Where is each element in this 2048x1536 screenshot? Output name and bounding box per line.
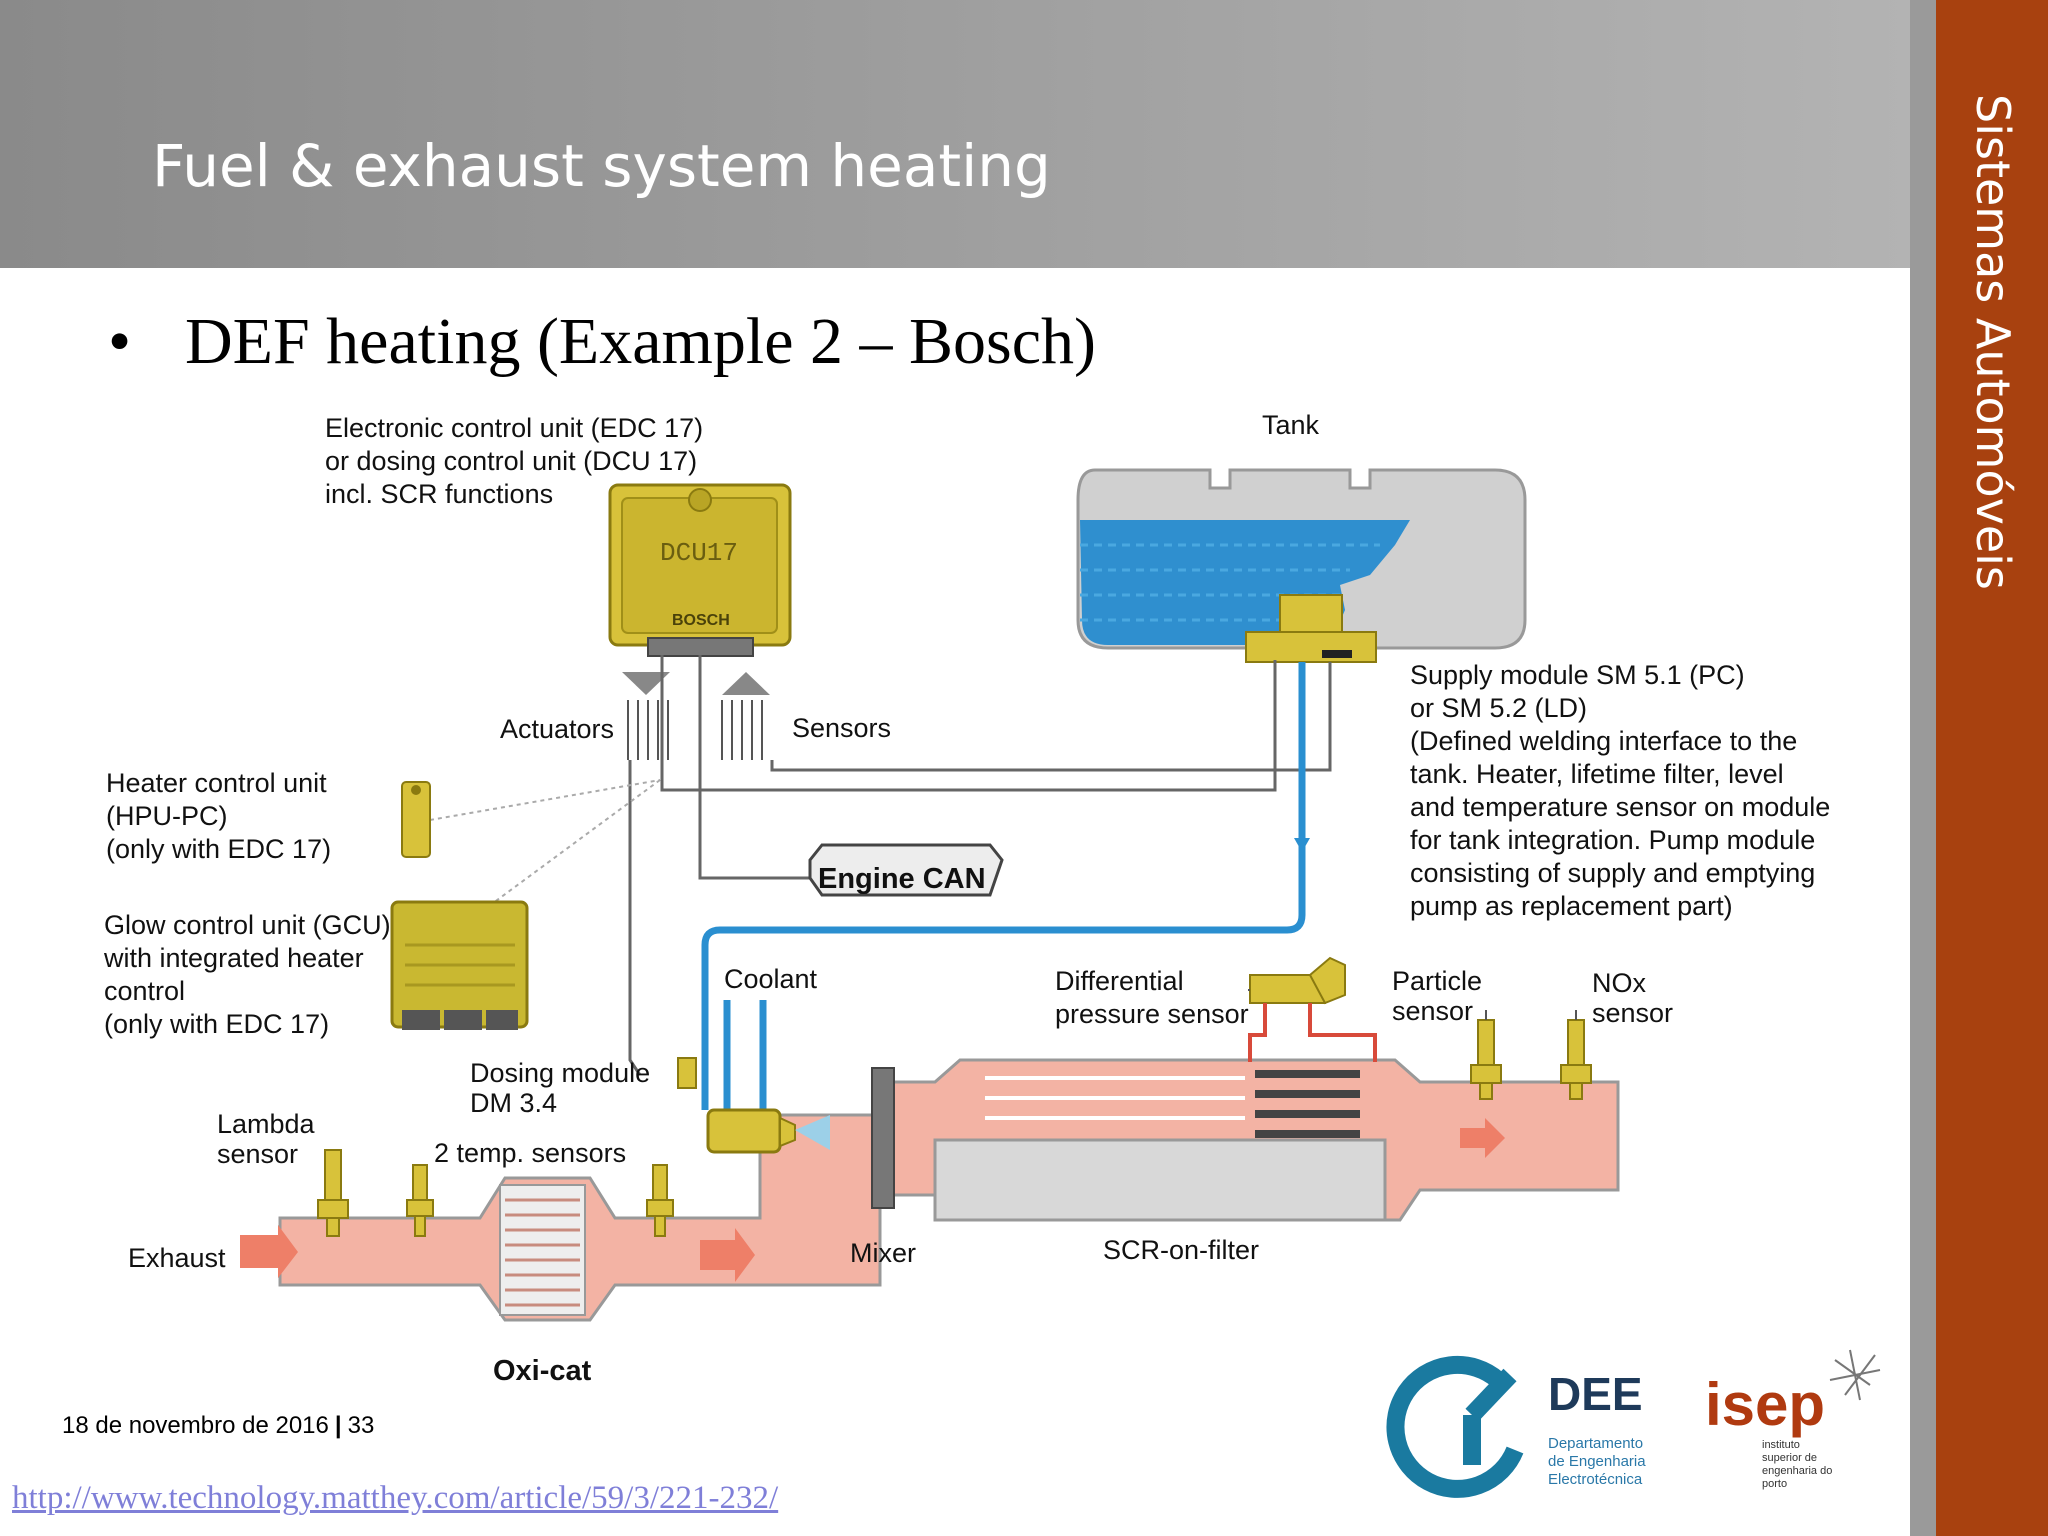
dee-line-3: Electrotécnica	[1548, 1471, 1643, 1488]
supply-module-7: consisting of supply and emptying	[1410, 858, 1815, 888]
coolant-lines-dosing	[723, 1000, 767, 1110]
supply-module-4: tank. Heater, lifetime filter, level	[1410, 759, 1784, 789]
ecu-brand-label: BOSCH	[672, 612, 730, 629]
exhaust-label: Exhaust	[128, 1243, 226, 1273]
isep-logo: isep instituto superior de engenharia do…	[1705, 1349, 1881, 1490]
gcu-label-4: (only with EDC 17)	[104, 1009, 329, 1039]
side-title: Sistemas Automóveis	[1966, 94, 2020, 590]
glow-control-unit	[390, 900, 529, 1030]
hpu-label-1: Heater control unit	[106, 768, 327, 798]
temp-sensor-1	[406, 1164, 434, 1237]
supply-module-1: Supply module SM 5.1 (PC)	[1410, 660, 1745, 690]
oxi-cat	[499, 1184, 586, 1316]
particle-sensor-label-2: sensor	[1392, 996, 1473, 1026]
temp-sensor-2	[646, 1164, 674, 1237]
supply-module-8: pump as replacement part)	[1410, 891, 1733, 921]
ecu-label-2: or dosing control unit (DCU 17)	[325, 446, 697, 476]
ecu-dcu17: DCU17 BOSCH	[608, 483, 792, 657]
coolant-line	[701, 662, 1306, 1110]
page-number: 33	[347, 1412, 375, 1439]
footer-date: 18 de novembro de 2016	[62, 1412, 329, 1439]
isep-ornament	[1829, 1349, 1881, 1401]
tank-label: Tank	[1262, 410, 1320, 440]
side-divider	[1910, 0, 1936, 1536]
differential-pressure-sensor	[1248, 956, 1377, 1062]
isep-line-1: instituto	[1762, 1439, 1800, 1451]
supply-module-3: (Defined welding interface to the	[1410, 726, 1797, 756]
actuator-wires	[627, 700, 669, 760]
side-bar	[1936, 0, 2048, 1536]
gcu-label-1: Glow control unit (GCU)	[104, 910, 391, 940]
isep-line-3: engenharia do	[1762, 1465, 1832, 1477]
dosing-module-label-2: DM 3.4	[470, 1088, 557, 1118]
gcu-label-2: with integrated heater	[103, 943, 364, 973]
flow-arrow	[700, 1228, 755, 1282]
dosing-module	[677, 1057, 830, 1154]
actuators-arrow	[622, 672, 670, 695]
nox-sensor-label-1: NOx	[1592, 968, 1647, 998]
hpu-label-2: (HPU-PC)	[106, 801, 228, 831]
heater-control-unit	[401, 781, 431, 858]
mixer-label: Mixer	[850, 1238, 916, 1268]
slide-title: Fuel & exhaust system heating	[152, 132, 1051, 200]
supply-module	[1245, 594, 1377, 663]
supply-module-5: and temperature sensor on module	[1410, 792, 1830, 822]
logos: DEE Departamento de Engenharia Electroté…	[1386, 1349, 1881, 1498]
lambda-sensor	[317, 1149, 349, 1237]
sensor-leader-lines	[1248, 989, 1577, 1020]
footer-separator: |	[334, 1412, 342, 1439]
dee-abbr: DEE	[1548, 1368, 1643, 1420]
scr-on-filter	[933, 1070, 1387, 1222]
coolant-label: Coolant	[724, 964, 818, 994]
supply-module-6: for tank integration. Pump module	[1410, 825, 1815, 855]
ecu-label-3: incl. SCR functions	[325, 479, 553, 509]
particle-sensor-label-1: Particle	[1392, 966, 1482, 996]
mixer	[871, 1067, 895, 1209]
exhaust-inlet-arrow	[240, 1225, 298, 1278]
coolant-arrow	[1294, 838, 1310, 852]
particle-sensor	[1470, 1019, 1502, 1100]
def-heating-diagram: DCU17 BOSCH Engine CAN	[103, 410, 1830, 1387]
sensors-label: Sensors	[792, 713, 891, 743]
scr-on-filter-label: SCR-on-filter	[1103, 1235, 1259, 1265]
isep-line-4: porto	[1762, 1478, 1787, 1490]
dps-label-2: pressure sensor	[1055, 999, 1249, 1029]
ecu-label-1: Electronic control unit (EDC 17)	[325, 413, 703, 443]
slide-heading: DEF heating (Example 2 – Bosch)	[185, 305, 1096, 378]
sensor-wires	[721, 700, 763, 760]
oxi-cat-label: Oxi-cat	[493, 1355, 592, 1387]
temp-sensors-label: 2 temp. sensors	[434, 1138, 626, 1168]
nox-sensor-label-2: sensor	[1592, 998, 1673, 1028]
wiring-harness	[628, 655, 1332, 1076]
lambda-sensor-label-2: sensor	[217, 1139, 298, 1169]
dps-label-1: Differential	[1055, 966, 1184, 996]
engine-can-tag: Engine CAN	[808, 843, 1004, 897]
source-link[interactable]: http://www.technology.matthey.com/articl…	[12, 1480, 779, 1516]
ecu-model-label: DCU17	[660, 538, 738, 568]
supply-module-2: or SM 5.2 (LD)	[1410, 693, 1587, 723]
lambda-sensor-label-1: Lambda	[217, 1109, 316, 1139]
header-bar	[0, 0, 1910, 268]
hpu-gcu-links	[429, 779, 661, 921]
actuators-label: Actuators	[500, 714, 614, 744]
engine-can-label: Engine CAN	[818, 863, 986, 895]
dee-line-2: de Engenharia	[1548, 1453, 1646, 1470]
isep-abbr: isep	[1705, 1371, 1825, 1438]
dee-logo: DEE Departamento de Engenharia Electroté…	[1386, 1355, 1646, 1498]
gcu-label-3: control	[104, 976, 185, 1006]
hpu-label-3: (only with EDC 17)	[106, 834, 331, 864]
dee-line-1: Departamento	[1548, 1435, 1643, 1452]
isep-line-2: superior de	[1762, 1452, 1817, 1464]
outlet-flow-arrow	[1460, 1118, 1505, 1158]
footer: 18 de novembro de 2016|33	[62, 1412, 374, 1440]
dosing-module-label-1: Dosing module	[470, 1058, 650, 1088]
sensors-arrow	[722, 672, 770, 695]
bullet-marker: •	[108, 305, 132, 378]
